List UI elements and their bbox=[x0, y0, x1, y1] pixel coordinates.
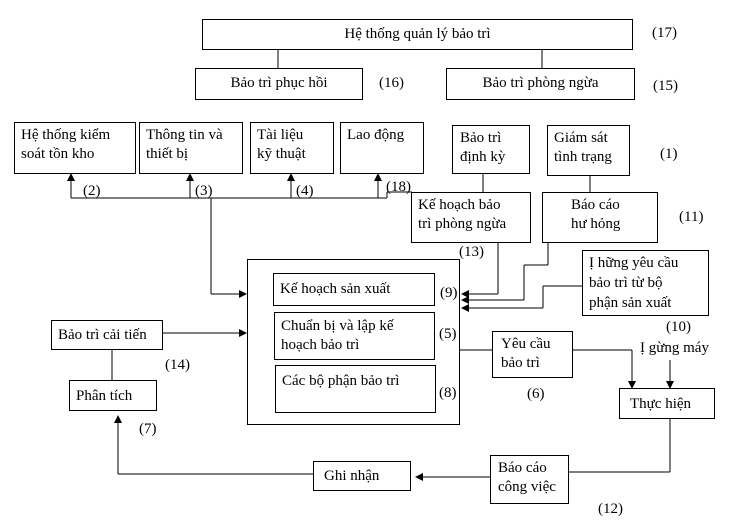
maintenance-departments-box: Các bộ phận bảo trì bbox=[275, 365, 436, 413]
label-3: (3) bbox=[195, 183, 213, 199]
label-18: (18) bbox=[386, 179, 411, 195]
prep-and-planning-box: Chuẩn bị và lập kế hoạch bảo trì bbox=[274, 312, 435, 360]
label-7: (7) bbox=[139, 421, 157, 437]
inventory-control-box: Hệ thống kiểm soát tồn kho bbox=[14, 122, 136, 174]
analysis-box: Phân tích bbox=[69, 380, 157, 411]
label-8: (8) bbox=[439, 385, 457, 401]
failure-report-box: Báo cáo hư hỏng bbox=[542, 192, 658, 243]
record-box: Ghi nhận bbox=[313, 461, 411, 491]
execute-box: Thực hiện bbox=[619, 388, 715, 419]
condition-monitoring-box: Giám sát tình trạng bbox=[547, 125, 630, 176]
label-9: (9) bbox=[440, 285, 458, 301]
label-2: (2) bbox=[83, 183, 101, 199]
corrective-maintenance-box: Bảo trì phục hồi bbox=[195, 68, 363, 100]
label-1: (1) bbox=[660, 146, 678, 162]
technical-docs-box: Tài liệu kỹ thuật bbox=[250, 122, 334, 174]
preventive-maintenance-box: Bảo trì phòng ngừa bbox=[446, 68, 635, 100]
label-4: (4) bbox=[296, 183, 314, 199]
label-6: (6) bbox=[527, 386, 545, 402]
label-15: (15) bbox=[653, 78, 678, 94]
label-10: (10) bbox=[666, 319, 691, 335]
machine-stop-label: Ị gừng máy bbox=[640, 340, 709, 356]
label-17: (17) bbox=[652, 25, 677, 41]
labor-box: Lao động bbox=[340, 122, 424, 174]
work-report-box: Báo cáo công việc bbox=[490, 455, 569, 504]
maintenance-request-box: Yêu cầu bảo trì bbox=[492, 331, 573, 378]
production-requests-box: Ị hững yêu cầu bảo trì từ bộ phận sản xu… bbox=[582, 250, 709, 316]
label-14: (14) bbox=[165, 357, 190, 373]
maintenance-management-system-box: Hệ thống quản lý bảo trì bbox=[202, 19, 633, 50]
production-plan-box: Kế hoạch sản xuất bbox=[273, 273, 435, 306]
label-11: (11) bbox=[679, 209, 704, 225]
periodic-maintenance-box: Bảo trì định kỳ bbox=[452, 125, 530, 174]
label-5: (5) bbox=[439, 326, 457, 342]
label-16: (16) bbox=[379, 75, 404, 91]
preventive-plan-box: Kế hoạch bảo trì phòng ngừa bbox=[411, 192, 531, 243]
equipment-info-box: Thông tin và thiết bị bbox=[139, 122, 243, 174]
label-13: (13) bbox=[459, 244, 484, 260]
label-12: (12) bbox=[598, 501, 623, 517]
improvement-maintenance-box: Bảo trì cải tiến bbox=[51, 320, 163, 350]
